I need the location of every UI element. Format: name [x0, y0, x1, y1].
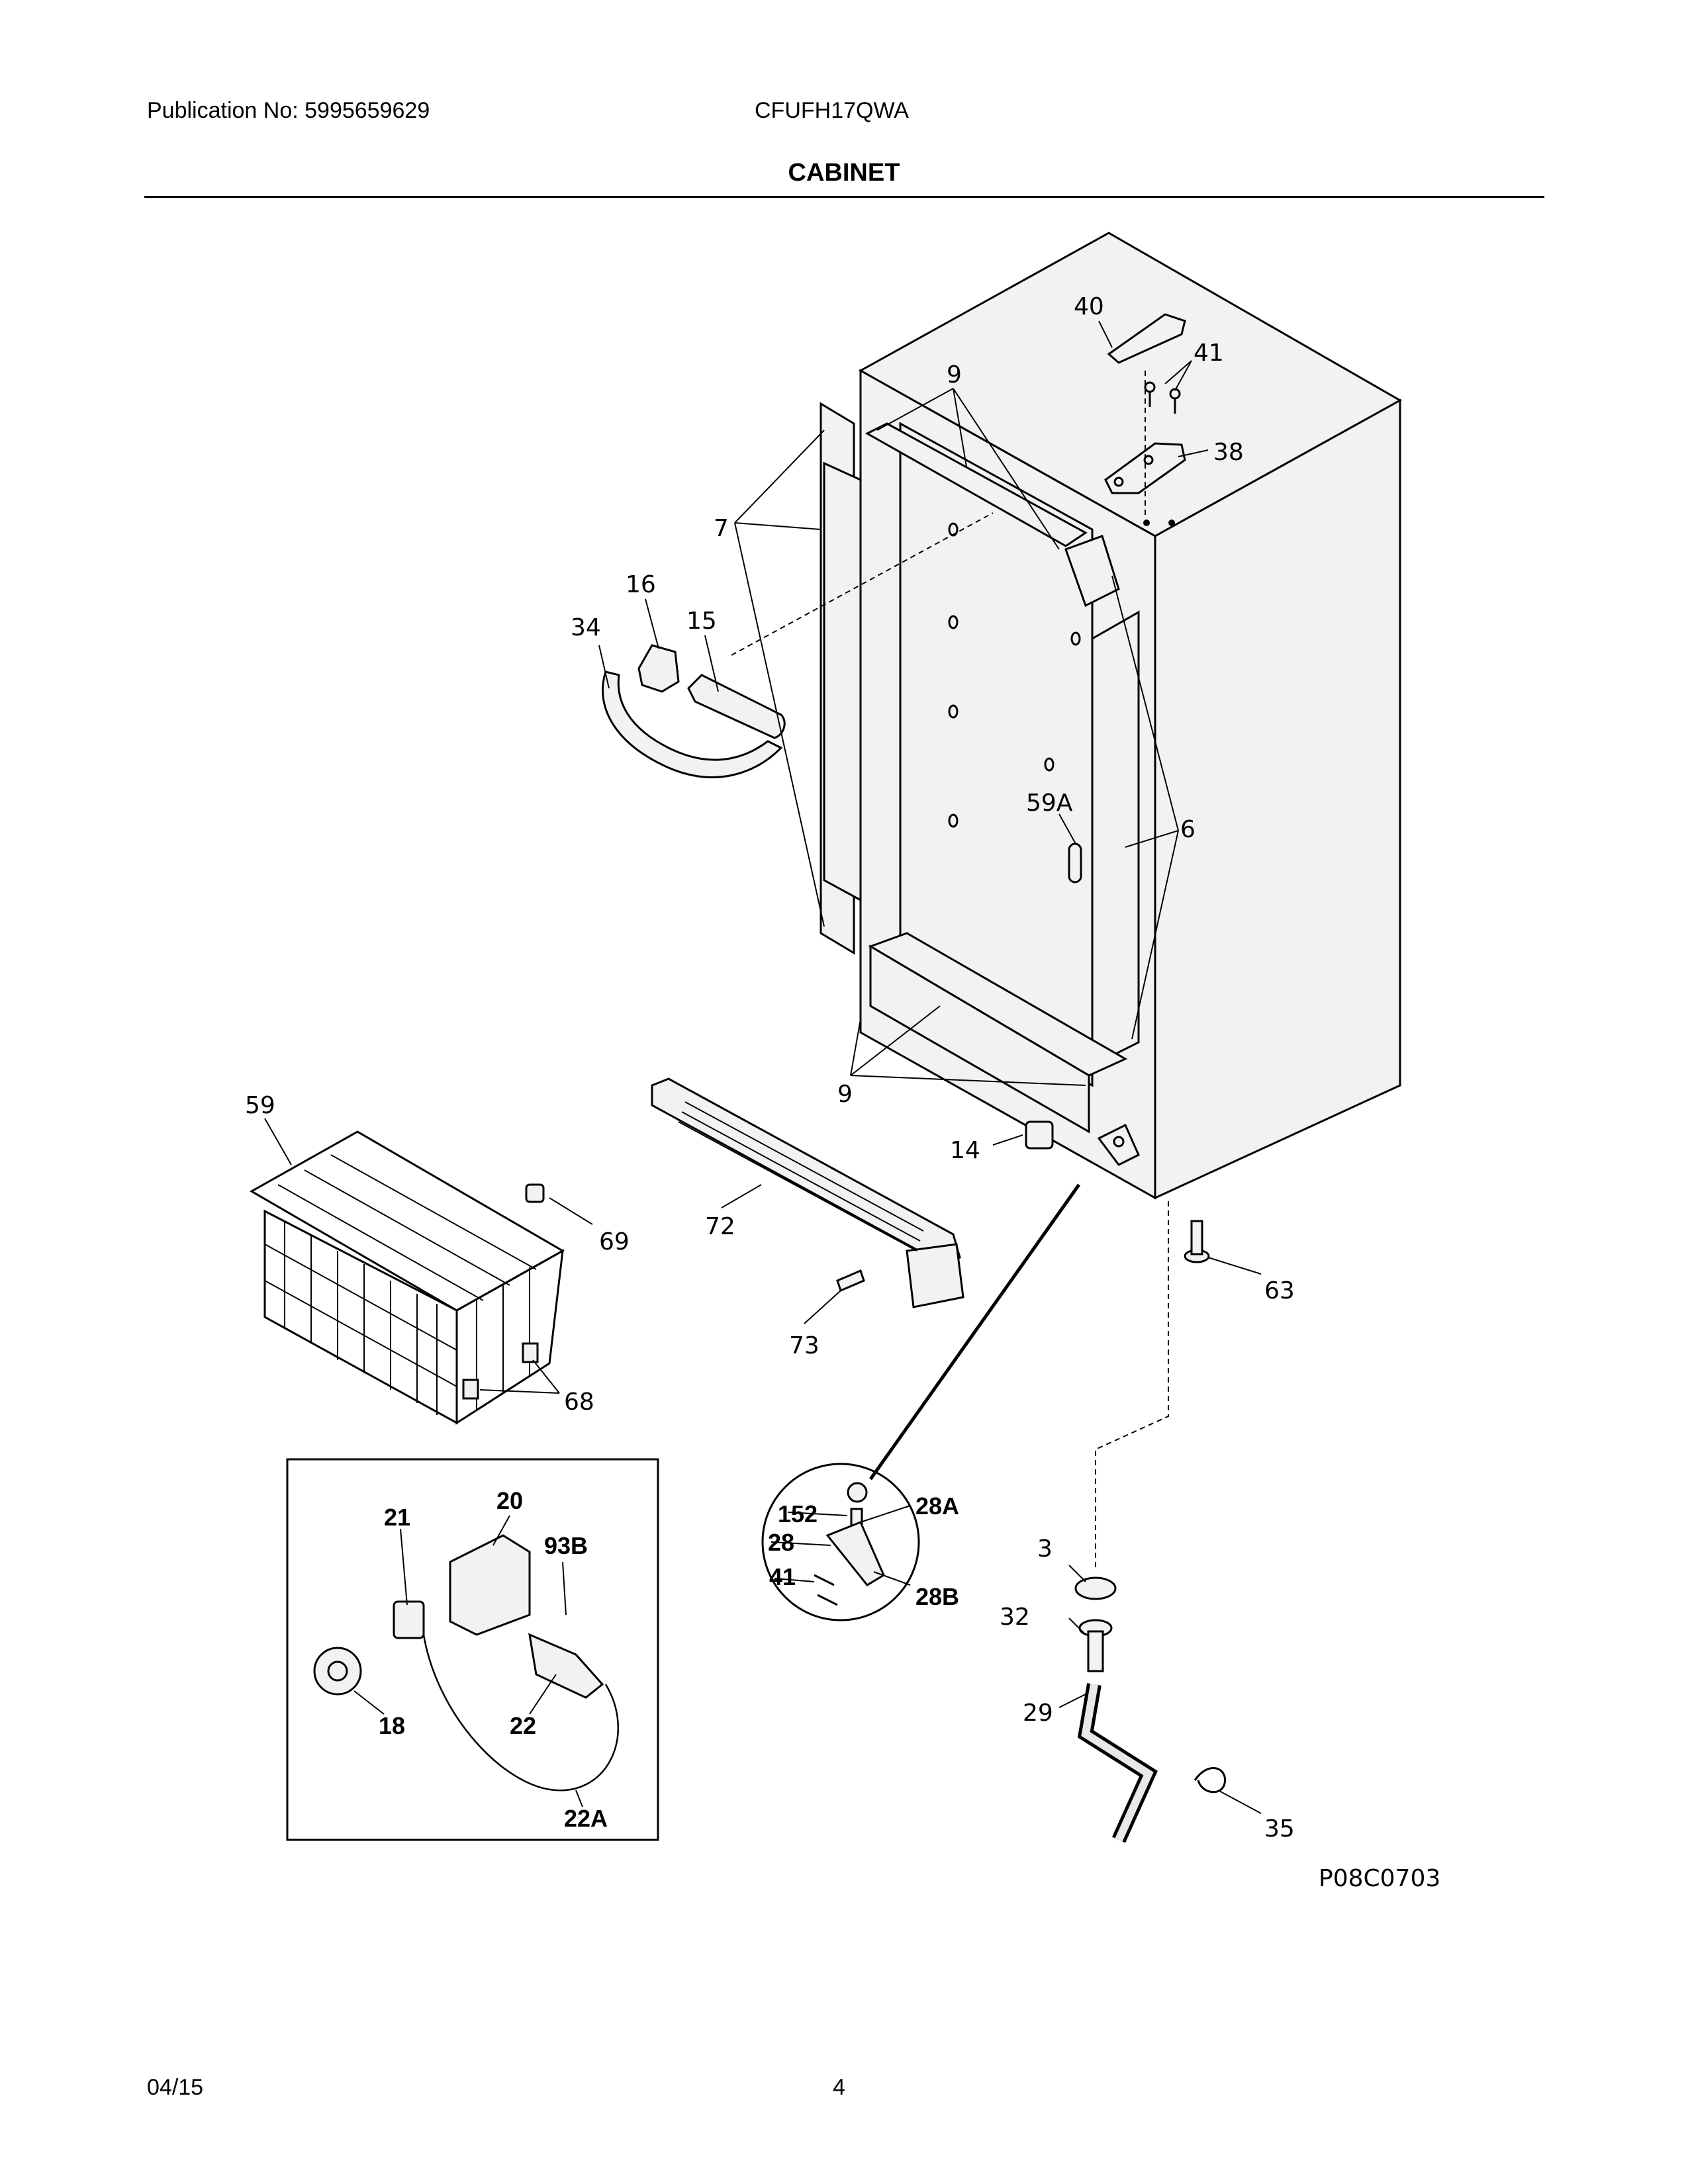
switch-part-14 — [1025, 1120, 1054, 1150]
callout-152: 152 — [778, 1500, 818, 1527]
callout-18: 18 — [379, 1712, 405, 1739]
leader-lines — [264, 320, 1262, 1814]
callout-28: 28 — [768, 1529, 794, 1556]
callout-73: 73 — [789, 1332, 820, 1359]
publication-date: 04/15 — [147, 2075, 204, 2100]
callout-40: 40 — [1074, 293, 1104, 320]
callout-3: 3 — [1037, 1535, 1053, 1563]
callout-35: 35 — [1264, 1815, 1295, 1843]
lamp-socket-part-16 — [637, 644, 680, 693]
page-number: 4 — [833, 2075, 845, 2100]
gasket-part-9-top — [865, 422, 1088, 547]
callout-63: 63 — [1264, 1277, 1295, 1304]
callout-20: 20 — [496, 1487, 523, 1514]
figure-code: P08C0703 — [1319, 1865, 1441, 1892]
hinge-screws-part-41 — [1144, 381, 1181, 414]
callout-16: 16 — [626, 571, 656, 598]
callout-41-top: 41 — [1194, 340, 1224, 367]
drain-hose-part-29 — [1077, 1683, 1158, 1843]
basket-stop-part-69 — [525, 1183, 545, 1203]
callout-28b: 28B — [915, 1583, 959, 1610]
kick-plate-screw-part-73 — [836, 1269, 865, 1293]
callout-41-detail: 41 — [769, 1563, 796, 1590]
callout-15: 15 — [686, 608, 717, 635]
callout-9-top: 9 — [947, 361, 962, 388]
callout-6: 6 — [1180, 816, 1196, 843]
light-bulb-part-15 — [687, 674, 786, 739]
callout-59: 59 — [245, 1092, 275, 1119]
light-shield-part-34 — [601, 670, 783, 778]
publication-number: Publication No: 5995659629 — [147, 98, 430, 123]
hinge-detail-circle — [761, 1463, 920, 1621]
bottom-hinge-bracket — [1097, 1123, 1140, 1166]
callout-14: 14 — [950, 1137, 980, 1164]
header-rule — [144, 196, 1544, 198]
hinge-cover-part-40 — [1107, 313, 1186, 364]
callout-38: 38 — [1213, 439, 1244, 466]
basket-part-59 — [249, 1130, 565, 1425]
callout-28a: 28A — [915, 1492, 959, 1520]
gasket-part-9-bottom — [868, 932, 1128, 1134]
callout-21: 21 — [384, 1504, 410, 1531]
callout-29: 29 — [1023, 1700, 1053, 1727]
callout-69: 69 — [599, 1228, 630, 1255]
gasket-part-6-right — [1064, 535, 1140, 1068]
leveling-leg-part-63 — [1184, 1220, 1210, 1263]
inset-parts — [313, 1534, 620, 1792]
hinge-detail-parts — [814, 1482, 885, 1606]
drain-tube-part-32 — [1078, 1619, 1113, 1672]
cabinet-holes — [948, 522, 1082, 884]
callout-34: 34 — [571, 614, 601, 641]
model-number: CFUFH17QWA — [755, 98, 909, 123]
callout-22a: 22A — [564, 1805, 608, 1832]
gasket-part-7-left — [820, 402, 862, 955]
drain-plug-part-3 — [1074, 1576, 1117, 1600]
callout-22: 22 — [510, 1712, 536, 1739]
kick-plate-part-72 — [651, 1077, 964, 1308]
callout-32: 32 — [1000, 1604, 1030, 1631]
callout-59a: 59A — [1026, 790, 1073, 817]
hose-clamp-part-35 — [1194, 1767, 1226, 1794]
callout-72: 72 — [705, 1213, 735, 1240]
callout-68: 68 — [564, 1388, 594, 1416]
callout-7: 7 — [714, 515, 729, 542]
callout-9-bottom: 9 — [837, 1081, 853, 1108]
basket-clips-part-68 — [462, 1342, 539, 1400]
callout-93b: 93B — [544, 1532, 588, 1559]
section-title: CABINET — [788, 159, 900, 187]
inset-box — [286, 1458, 659, 1841]
